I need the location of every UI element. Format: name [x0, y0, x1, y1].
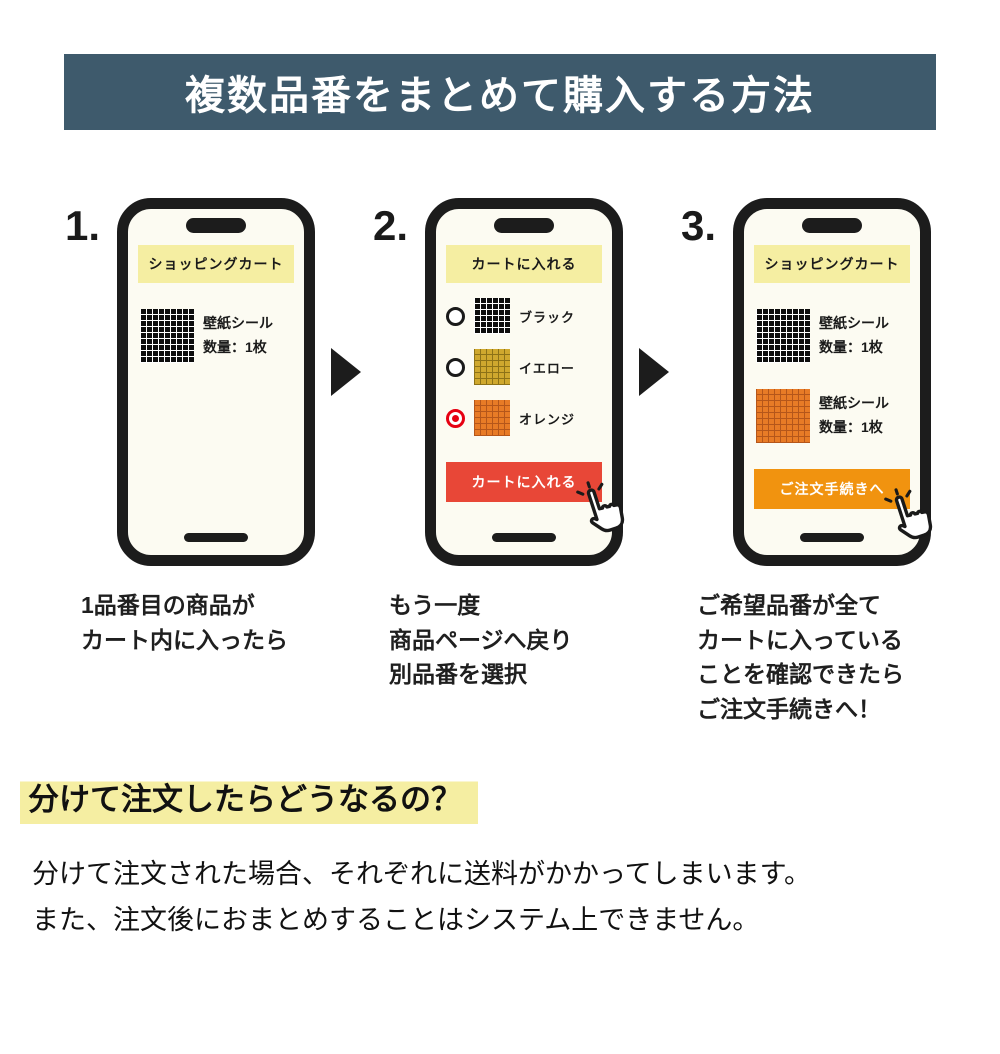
- color-option-orange[interactable]: オレンジ: [446, 400, 602, 436]
- cart-item-label: 壁紙シール 数量：1枚: [819, 315, 889, 355]
- page-title: 複数品番をまとめて購入する方法: [185, 74, 815, 118]
- color-option-label: イエロー: [519, 360, 575, 376]
- notice-heading: 分けて注文したらどうなるの？: [20, 772, 478, 824]
- cart-item: 壁紙シール 数量：1枚: [140, 309, 292, 363]
- shopping-cart-banner: ショッピングカート: [138, 245, 294, 283]
- cart-item: 壁紙シール 数量：1枚: [756, 309, 908, 363]
- cart-item-label: 壁紙シール 数量：1枚: [819, 395, 889, 435]
- right-arrow-icon: [639, 348, 669, 396]
- phone-mockup-1: ショッピングカート 壁紙シール 数量：1枚: [117, 198, 315, 566]
- phone-mockup-2: カートに入れる ブラック イエロー オレンジ: [425, 198, 625, 566]
- add-to-cart-button-wrap: カートに入れる: [446, 462, 625, 533]
- orange-wallpaper-swatch: [474, 400, 510, 436]
- radio-unselected-icon[interactable]: [446, 306, 465, 326]
- color-option-label: ブラック: [519, 309, 576, 325]
- color-option-black[interactable]: ブラック: [446, 298, 602, 334]
- notice-body: 分けて注文された場合、それぞれに送料がかかってしまいます。 また、注文後におまと…: [32, 859, 811, 935]
- checkout-button-wrap: ご注文手続きへ: [754, 469, 933, 540]
- phone-home-indicator: [800, 533, 864, 542]
- add-to-cart-banner: カートに入れる: [446, 245, 602, 283]
- orange-wallpaper-swatch: [756, 389, 810, 443]
- phone-home-indicator: [184, 533, 248, 542]
- color-option-yellow[interactable]: イエロー: [446, 349, 602, 385]
- step-1-caption: 1品番目の商品が カート内に入ったら: [81, 592, 288, 653]
- shopping-cart-banner: ショッピングカート: [754, 245, 910, 283]
- black-wallpaper-swatch: [756, 309, 810, 363]
- color-option-label: オレンジ: [519, 411, 576, 427]
- page-title-banner: 複数品番をまとめて購入する方法: [64, 54, 936, 130]
- checkout-button[interactable]: ご注文手続きへ: [754, 469, 910, 509]
- step-1-top: 1. ショッピングカート 壁紙シール 数量：1枚: [65, 198, 319, 566]
- radio-unselected-icon[interactable]: [446, 357, 465, 377]
- phone-notch-icon: [494, 218, 554, 233]
- phone-mockup-3: ショッピングカート 壁紙シール 数量：1枚 壁紙シール 数量：1枚 ご注文手続き…: [733, 198, 933, 566]
- step-3-caption: ご希望品番が全て カートに入っている ことを確認できたら ご注文手続きへ！: [697, 592, 904, 722]
- step-3: 3. ショッピングカート 壁紙シール 数量：1枚 壁紙シール 数量：1枚 ご注文…: [681, 198, 935, 726]
- cart-item: 壁紙シール 数量：1枚: [756, 389, 908, 443]
- radio-dot: [452, 414, 459, 422]
- yellow-wallpaper-swatch: [474, 349, 510, 385]
- step-2: 2. カートに入れる ブラック イエロー: [373, 198, 627, 692]
- steps-row: 1. ショッピングカート 壁紙シール 数量：1枚 1品番目の商品が カート内に入…: [0, 198, 1000, 726]
- notice-section: 分けて注文したらどうなるの？ 分けて注文された場合、それぞれに送料がかかってしま…: [20, 772, 970, 944]
- step-1: 1. ショッピングカート 壁紙シール 数量：1枚 1品番目の商品が カート内に入…: [65, 198, 319, 657]
- step-1-number: 1.: [65, 202, 101, 249]
- phone-home-indicator: [492, 533, 556, 542]
- infographic-page: 複数品番をまとめて購入する方法 1. ショッピングカート 壁紙シール 数量：1枚…: [0, 54, 1000, 944]
- step-3-top: 3. ショッピングカート 壁紙シール 数量：1枚 壁紙シール 数量：1枚 ご注文…: [681, 198, 935, 566]
- black-wallpaper-swatch: [140, 309, 194, 363]
- step-2-number: 2.: [373, 202, 409, 249]
- add-to-cart-button[interactable]: カートに入れる: [446, 462, 602, 502]
- right-arrow-icon: [331, 348, 361, 396]
- phone-notch-icon: [186, 218, 246, 233]
- cart-item-label: 壁紙シール 数量：1枚: [203, 315, 273, 355]
- phone-notch-icon: [802, 218, 862, 233]
- step-2-caption: もう一度 商品ページへ戻り 別品番を選択: [389, 592, 573, 687]
- radio-selected-icon[interactable]: [446, 408, 465, 428]
- step-2-top: 2. カートに入れる ブラック イエロー: [373, 198, 627, 566]
- black-wallpaper-swatch: [474, 298, 510, 334]
- step-3-number: 3.: [681, 202, 717, 249]
